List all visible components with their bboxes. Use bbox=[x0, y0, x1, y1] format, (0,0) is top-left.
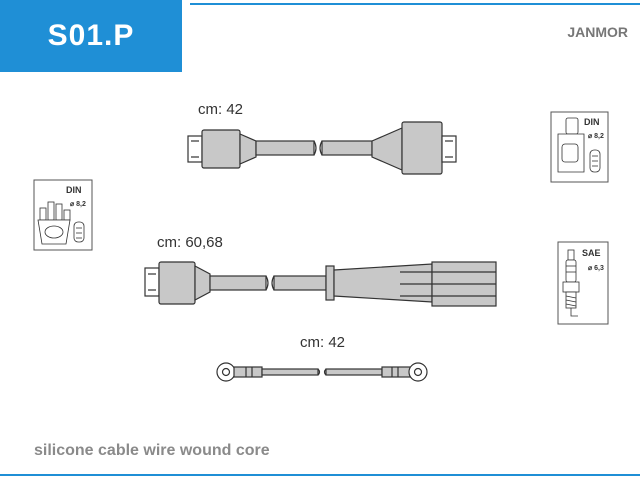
part-code: S01.P bbox=[47, 19, 135, 52]
cable-2-right-connector bbox=[325, 261, 497, 307]
brand-name: JANMOR bbox=[567, 24, 628, 40]
cable-2 bbox=[144, 261, 497, 307]
cable-3-right-terminal bbox=[381, 362, 428, 382]
cable-3-left-terminal bbox=[216, 362, 263, 382]
cable-2-length-label: cm: 60,68 bbox=[157, 234, 223, 251]
cable-1-right-connector bbox=[371, 121, 457, 175]
header-box bbox=[0, 0, 182, 72]
ignition-coil-diameter: ⌀ 8,2 bbox=[588, 133, 604, 140]
distributor-cap-diameter: ⌀ 8,2 bbox=[70, 201, 86, 208]
ignition-coil-standard: DIN bbox=[584, 117, 600, 127]
cable-2-wire bbox=[209, 275, 327, 291]
spark-plug-diameter: ⌀ 6,3 bbox=[588, 265, 604, 272]
cable-3-length-label: cm: 42 bbox=[300, 334, 346, 351]
spark-plug-icon: SAE ⌀ 6,3 bbox=[557, 241, 609, 325]
distributor-cap-icon: DIN ⌀ 8,2 bbox=[33, 179, 93, 251]
footer-rule bbox=[0, 474, 640, 476]
cable-3 bbox=[216, 362, 428, 382]
cable-1 bbox=[187, 121, 457, 175]
spark-plug-standard: SAE bbox=[582, 248, 601, 258]
cable-1-wire bbox=[255, 140, 373, 156]
cable-3-wire bbox=[261, 368, 383, 376]
ignition-coil-icon: DIN ⌀ 8,2 bbox=[550, 111, 609, 183]
cable-1-left-connector bbox=[187, 129, 257, 169]
cable-description: silicone cable wire wound core bbox=[34, 442, 270, 459]
cable-1-length-label: cm: 42 bbox=[198, 101, 244, 118]
cable-2-left-connector bbox=[144, 261, 211, 305]
header-rule bbox=[190, 3, 640, 5]
distributor-cap-standard: DIN bbox=[66, 185, 82, 195]
